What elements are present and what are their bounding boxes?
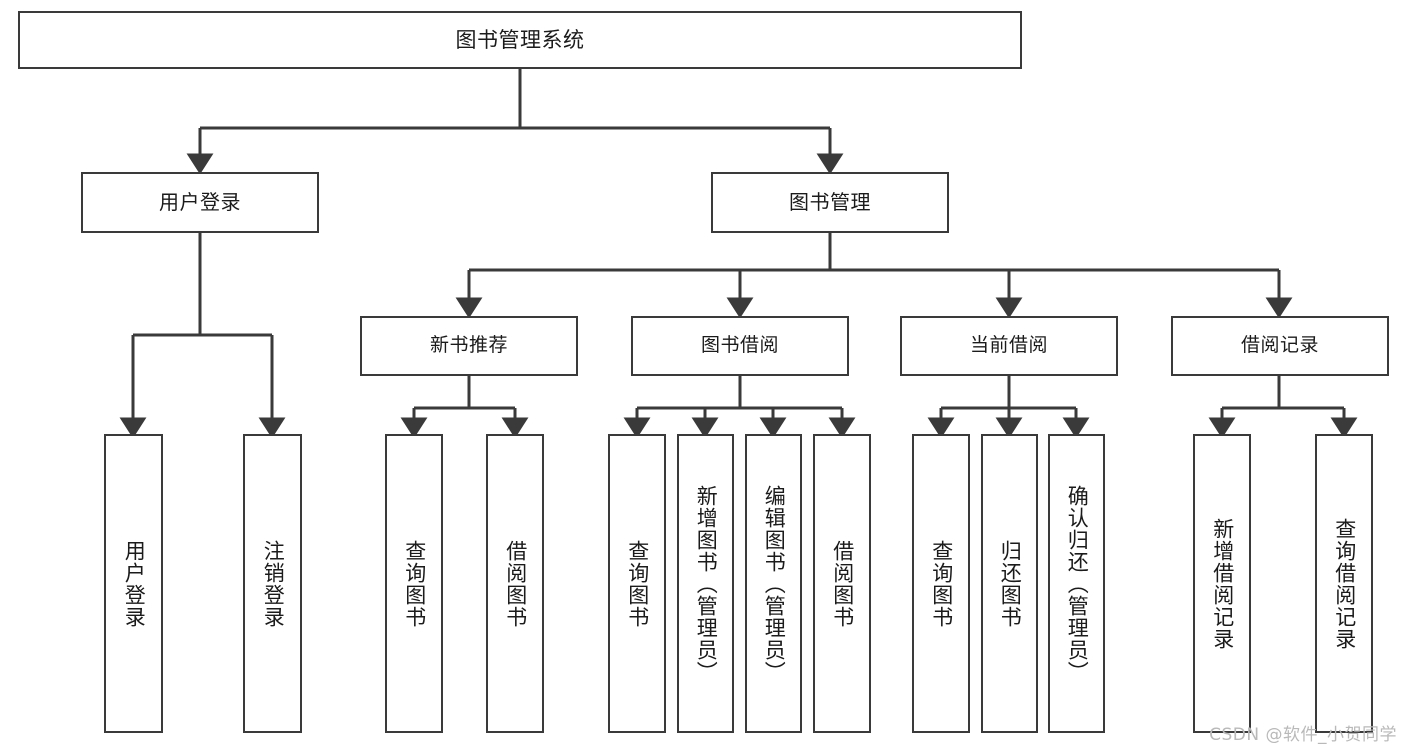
node-label: 新增借阅记录 [1210, 517, 1235, 650]
node-label: 图书管理 [789, 190, 871, 214]
node-label: 查询图书 [625, 539, 650, 628]
leaf-add-book-admin[interactable]: 新增图书（管理员） [677, 434, 734, 733]
node-user-login[interactable]: 用户登录 [81, 172, 319, 233]
node-label: 归还图书 [998, 539, 1023, 628]
node-book-borrow[interactable]: 图书借阅 [631, 316, 849, 376]
node-label: 图书借阅 [700, 334, 779, 357]
leaf-return-book[interactable]: 归还图书 [981, 434, 1038, 733]
node-current-borrow[interactable]: 当前借阅 [900, 316, 1118, 376]
watermark-text: CSDN @软件_小贺同学 [1209, 725, 1397, 745]
leaf-query-borrow-record[interactable]: 查询借阅记录 [1315, 434, 1373, 733]
node-label: 查询图书 [929, 539, 954, 628]
leaf-edit-book-admin[interactable]: 编辑图书（管理员） [745, 434, 802, 733]
node-label: 用户登录 [159, 190, 241, 214]
node-root-system[interactable]: 图书管理系统 [18, 11, 1022, 69]
leaf-borrow-book-1[interactable]: 借阅图书 [486, 434, 544, 733]
node-label: 用户登录 [122, 539, 147, 628]
node-label: 图书管理系统 [455, 27, 585, 52]
leaf-query-book-2[interactable]: 查询图书 [608, 434, 666, 733]
node-borrow-record[interactable]: 借阅记录 [1171, 316, 1389, 376]
leaf-add-borrow-record[interactable]: 新增借阅记录 [1193, 434, 1251, 733]
leaf-query-book-3[interactable]: 查询图书 [912, 434, 970, 733]
node-label: 注销登录 [261, 539, 286, 628]
node-label: 当前借阅 [969, 334, 1048, 357]
node-book-manage[interactable]: 图书管理 [711, 172, 949, 233]
node-label: 借阅图书 [830, 539, 855, 628]
leaf-user-login[interactable]: 用户登录 [104, 434, 163, 733]
node-label: 查询借阅记录 [1332, 517, 1357, 650]
leaf-logout-login[interactable]: 注销登录 [243, 434, 302, 733]
leaf-query-book-1[interactable]: 查询图书 [385, 434, 443, 733]
node-new-book-recommend[interactable]: 新书推荐 [360, 316, 578, 376]
node-label: 查询图书 [402, 539, 427, 628]
node-label: 新增图书（管理员） [694, 484, 719, 683]
leaf-confirm-return-admin[interactable]: 确认归还（管理员） [1048, 434, 1105, 733]
node-label: 确认归还（管理员） [1065, 484, 1090, 683]
node-label: 新书推荐 [429, 334, 508, 357]
node-label: 借阅图书 [503, 539, 528, 628]
node-label: 编辑图书（管理员） [762, 484, 787, 683]
node-label: 借阅记录 [1240, 334, 1319, 357]
leaf-borrow-book-2[interactable]: 借阅图书 [813, 434, 871, 733]
